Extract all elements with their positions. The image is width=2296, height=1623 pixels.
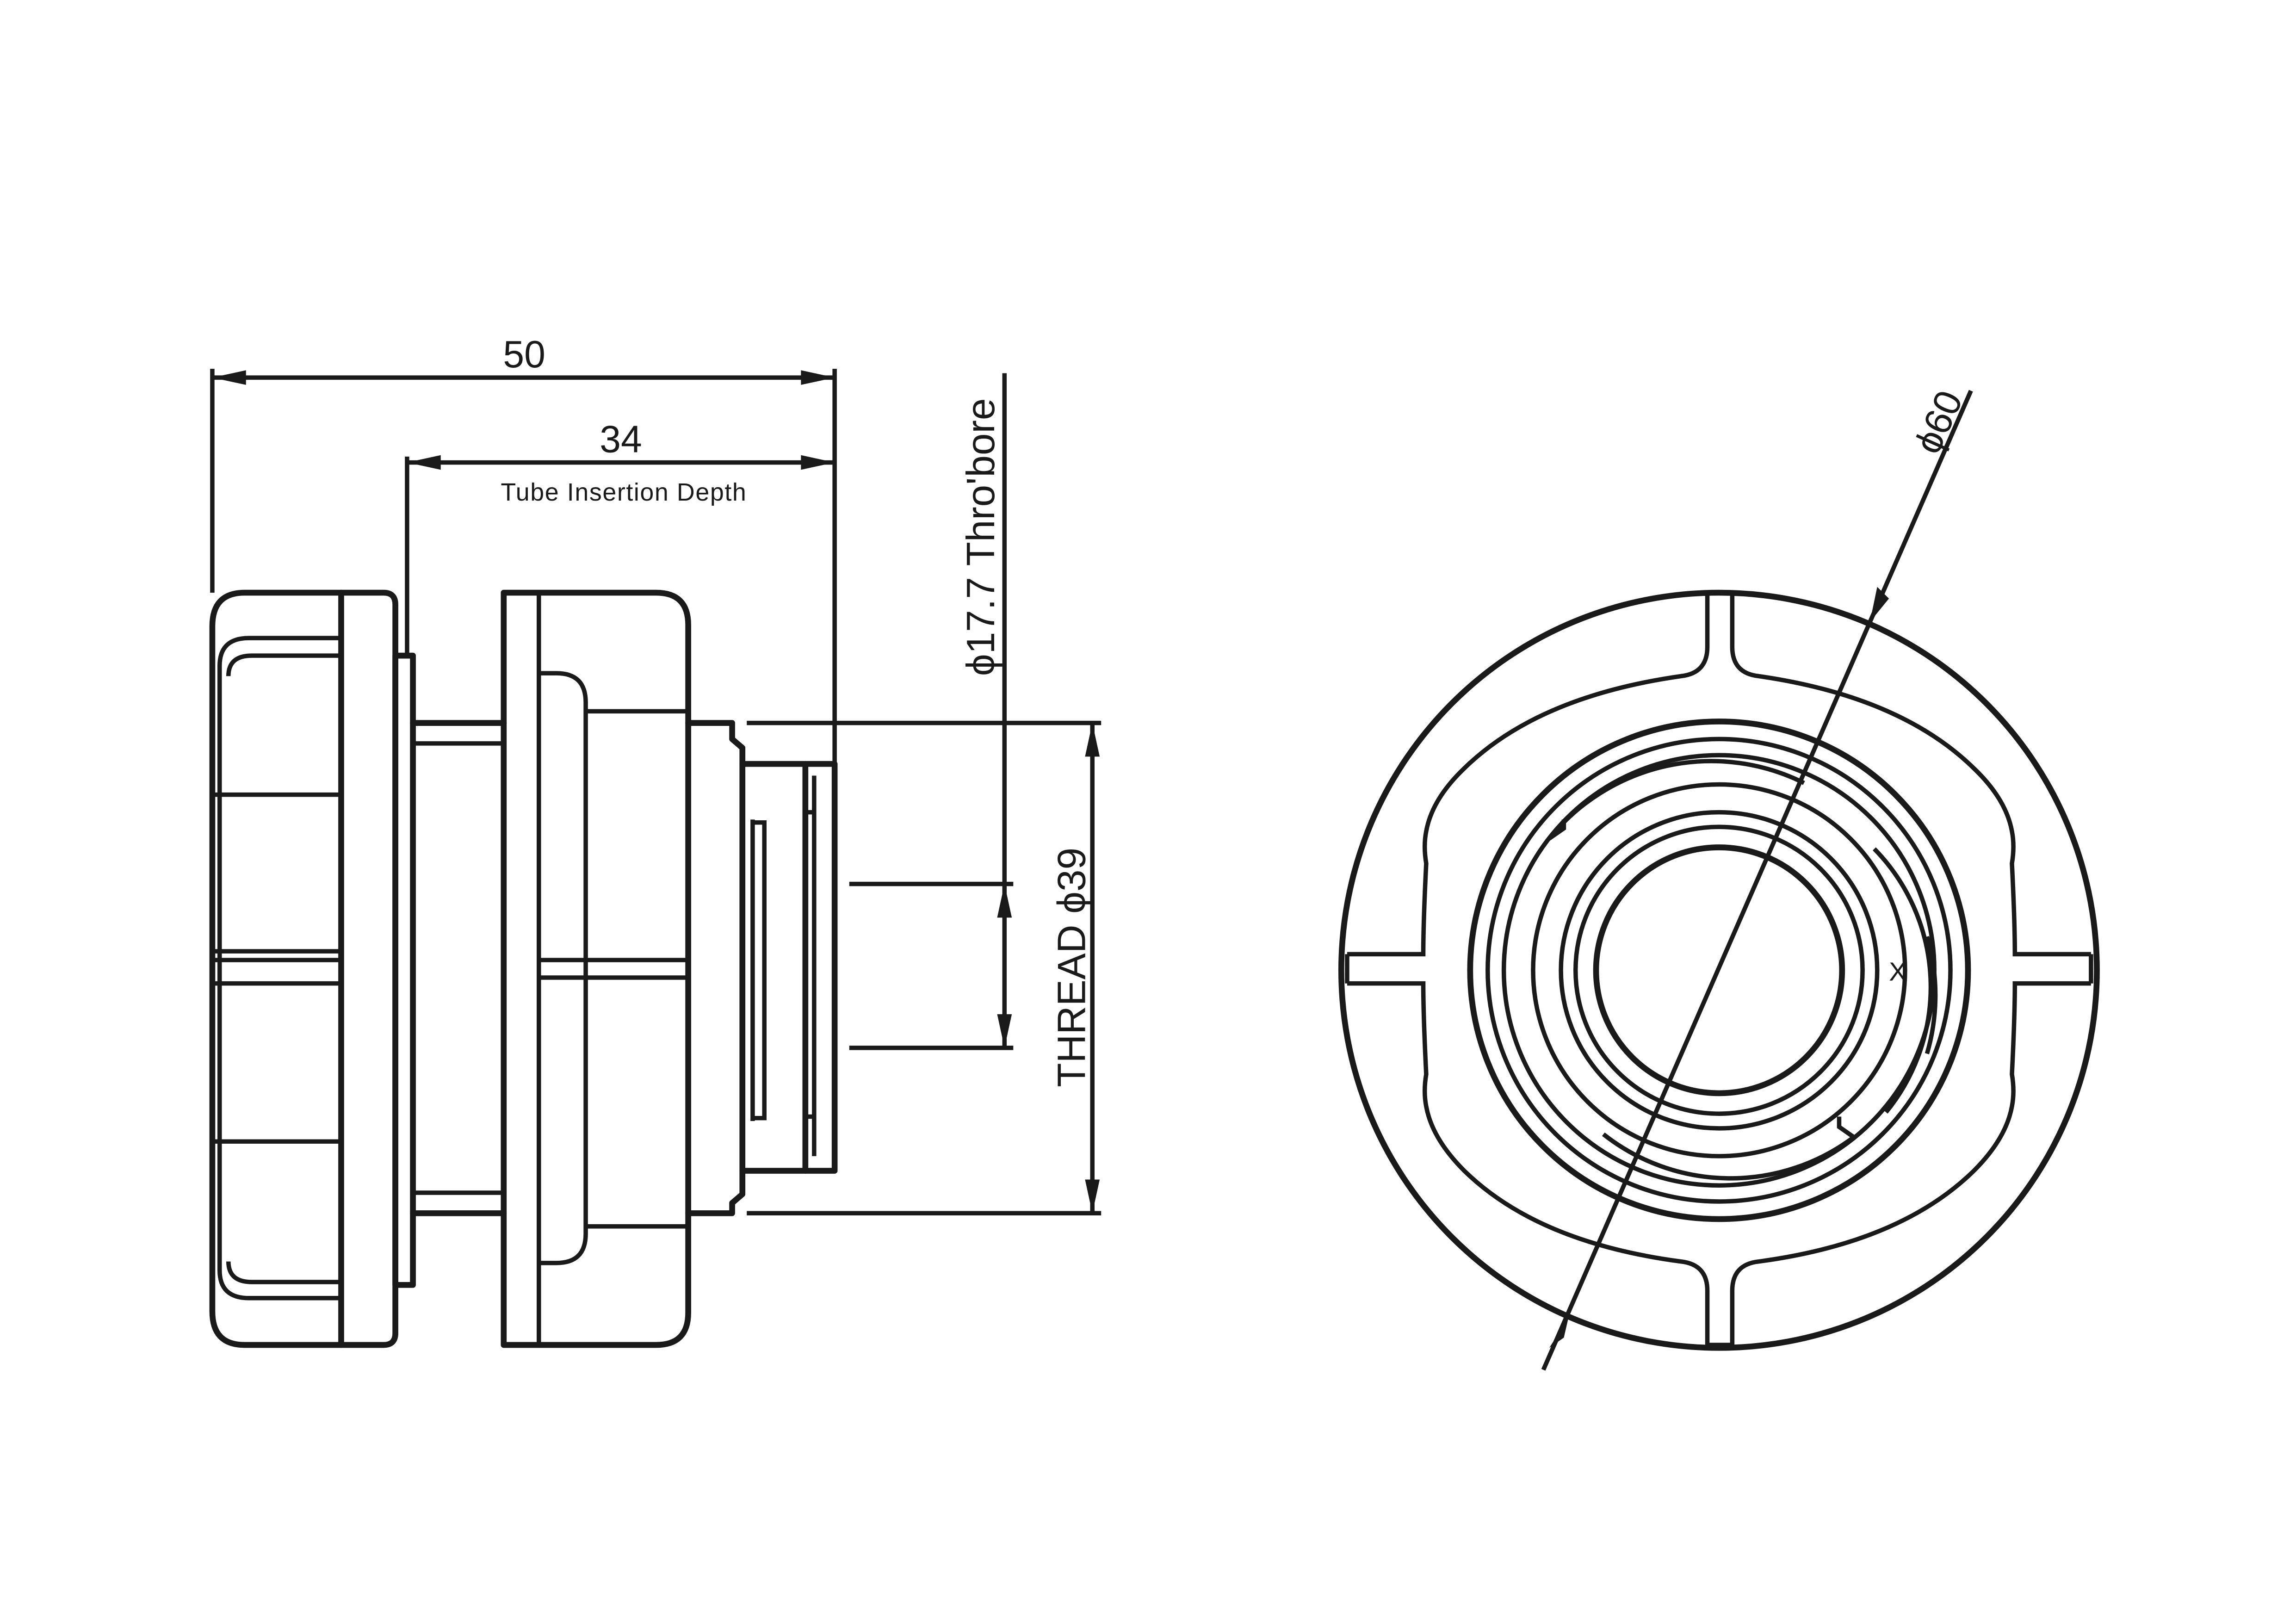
washer	[392, 652, 416, 1288]
body-sleeve	[410, 720, 507, 1216]
dim-thread	[747, 720, 1102, 1216]
dim-thread-label: THREAD ϕ39	[1050, 848, 1094, 1087]
main-flange	[501, 589, 691, 1348]
dim-outer-diameter-label: ϕ60	[1906, 384, 1971, 460]
dim-outer-diameter	[1541, 390, 1973, 1371]
seal-ring-inner	[1573, 824, 1865, 1116]
threaded-spigot	[685, 720, 838, 1216]
dim-tube-insertion-label: Tube Insertion Depth	[501, 478, 747, 506]
bore-circle	[1593, 844, 1845, 1096]
end-view: X ϕ60	[1338, 384, 2100, 1371]
dim-tube-insertion-value: 34	[600, 418, 642, 460]
side-view: 50 34 Tube Insertion Depth ϕ17.7 Thro'bo…	[209, 334, 1102, 1348]
flange-ring	[1467, 719, 1971, 1222]
rib-grooves	[1345, 590, 2093, 1347]
dim-bore-label: ϕ17.7 Thro'bore	[959, 398, 1003, 676]
dim-tube-insertion	[405, 455, 835, 656]
back-nut	[209, 589, 398, 1348]
dim-bore	[849, 373, 1014, 1050]
seal-ring-outer	[1559, 810, 1880, 1131]
thread-ring	[1531, 782, 1907, 1158]
nut-outer-ring	[1485, 737, 1953, 1204]
cross-mark: X	[1889, 957, 1906, 986]
dim-overall-length	[210, 369, 837, 764]
dim-overall-length-label: 50	[503, 334, 545, 376]
